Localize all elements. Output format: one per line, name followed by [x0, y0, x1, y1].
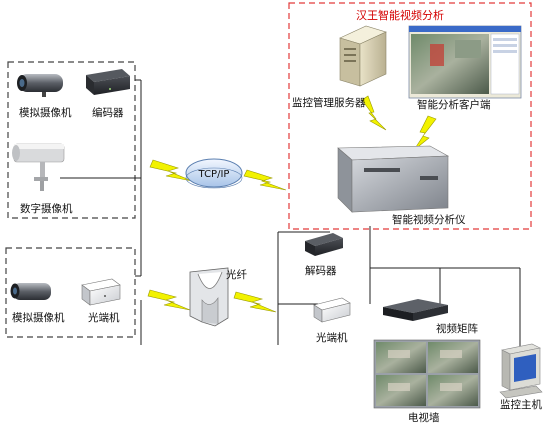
analysis-zone-border	[288, 2, 532, 230]
label-monitor-host: 监控主机	[500, 398, 542, 411]
analysis-client-window	[408, 25, 522, 99]
bottom-camera-zone-border	[5, 247, 136, 338]
label-analyzer: 智能视频分析仪	[392, 213, 466, 226]
tv-wall-icon	[373, 339, 481, 409]
label-optical-terminal-right: 光端机	[316, 331, 348, 344]
label-decoder: 解码器	[305, 264, 337, 277]
label-fiber: 光纤	[226, 268, 247, 281]
analog-camera-icon	[17, 74, 63, 97]
label-analysis-client: 智能分析客户端	[417, 98, 491, 111]
digital-camera-icon	[12, 143, 65, 191]
label-tcpip: TCP/IP	[198, 169, 230, 180]
server-icon	[339, 25, 387, 87]
optical-terminal-icon	[81, 278, 121, 306]
label-analog-camera-bottom: 模拟摄像机	[12, 311, 65, 324]
label-monitor-server: 监控管理服务器	[292, 96, 366, 109]
video-matrix-icon	[383, 299, 448, 321]
connection-lines	[60, 79, 521, 355]
fiber-coupler-icon	[189, 267, 229, 327]
label-analog-camera-top: 模拟摄像机	[19, 106, 72, 119]
analysis-zone-title: 汉王智能视频分析	[356, 8, 444, 22]
encoder-icon	[86, 69, 130, 95]
lightning-bolt-icon	[147, 95, 437, 313]
top-camera-zone-border	[7, 61, 136, 219]
monitor-host-icon	[499, 343, 543, 399]
label-video-matrix: 视频矩阵	[436, 322, 478, 335]
label-digital-camera: 数字摄像机	[20, 202, 73, 215]
label-optical-terminal-left: 光端机	[88, 311, 120, 324]
decoder-icon	[305, 233, 343, 256]
analog-camera-icon	[10, 283, 51, 300]
optical-terminal-icon	[313, 297, 351, 323]
video-analyzer-icon	[337, 145, 450, 213]
label-encoder: 编码器	[92, 106, 124, 119]
label-tv-wall: 电视墙	[408, 411, 440, 424]
network-cloud-icon	[185, 158, 243, 189]
